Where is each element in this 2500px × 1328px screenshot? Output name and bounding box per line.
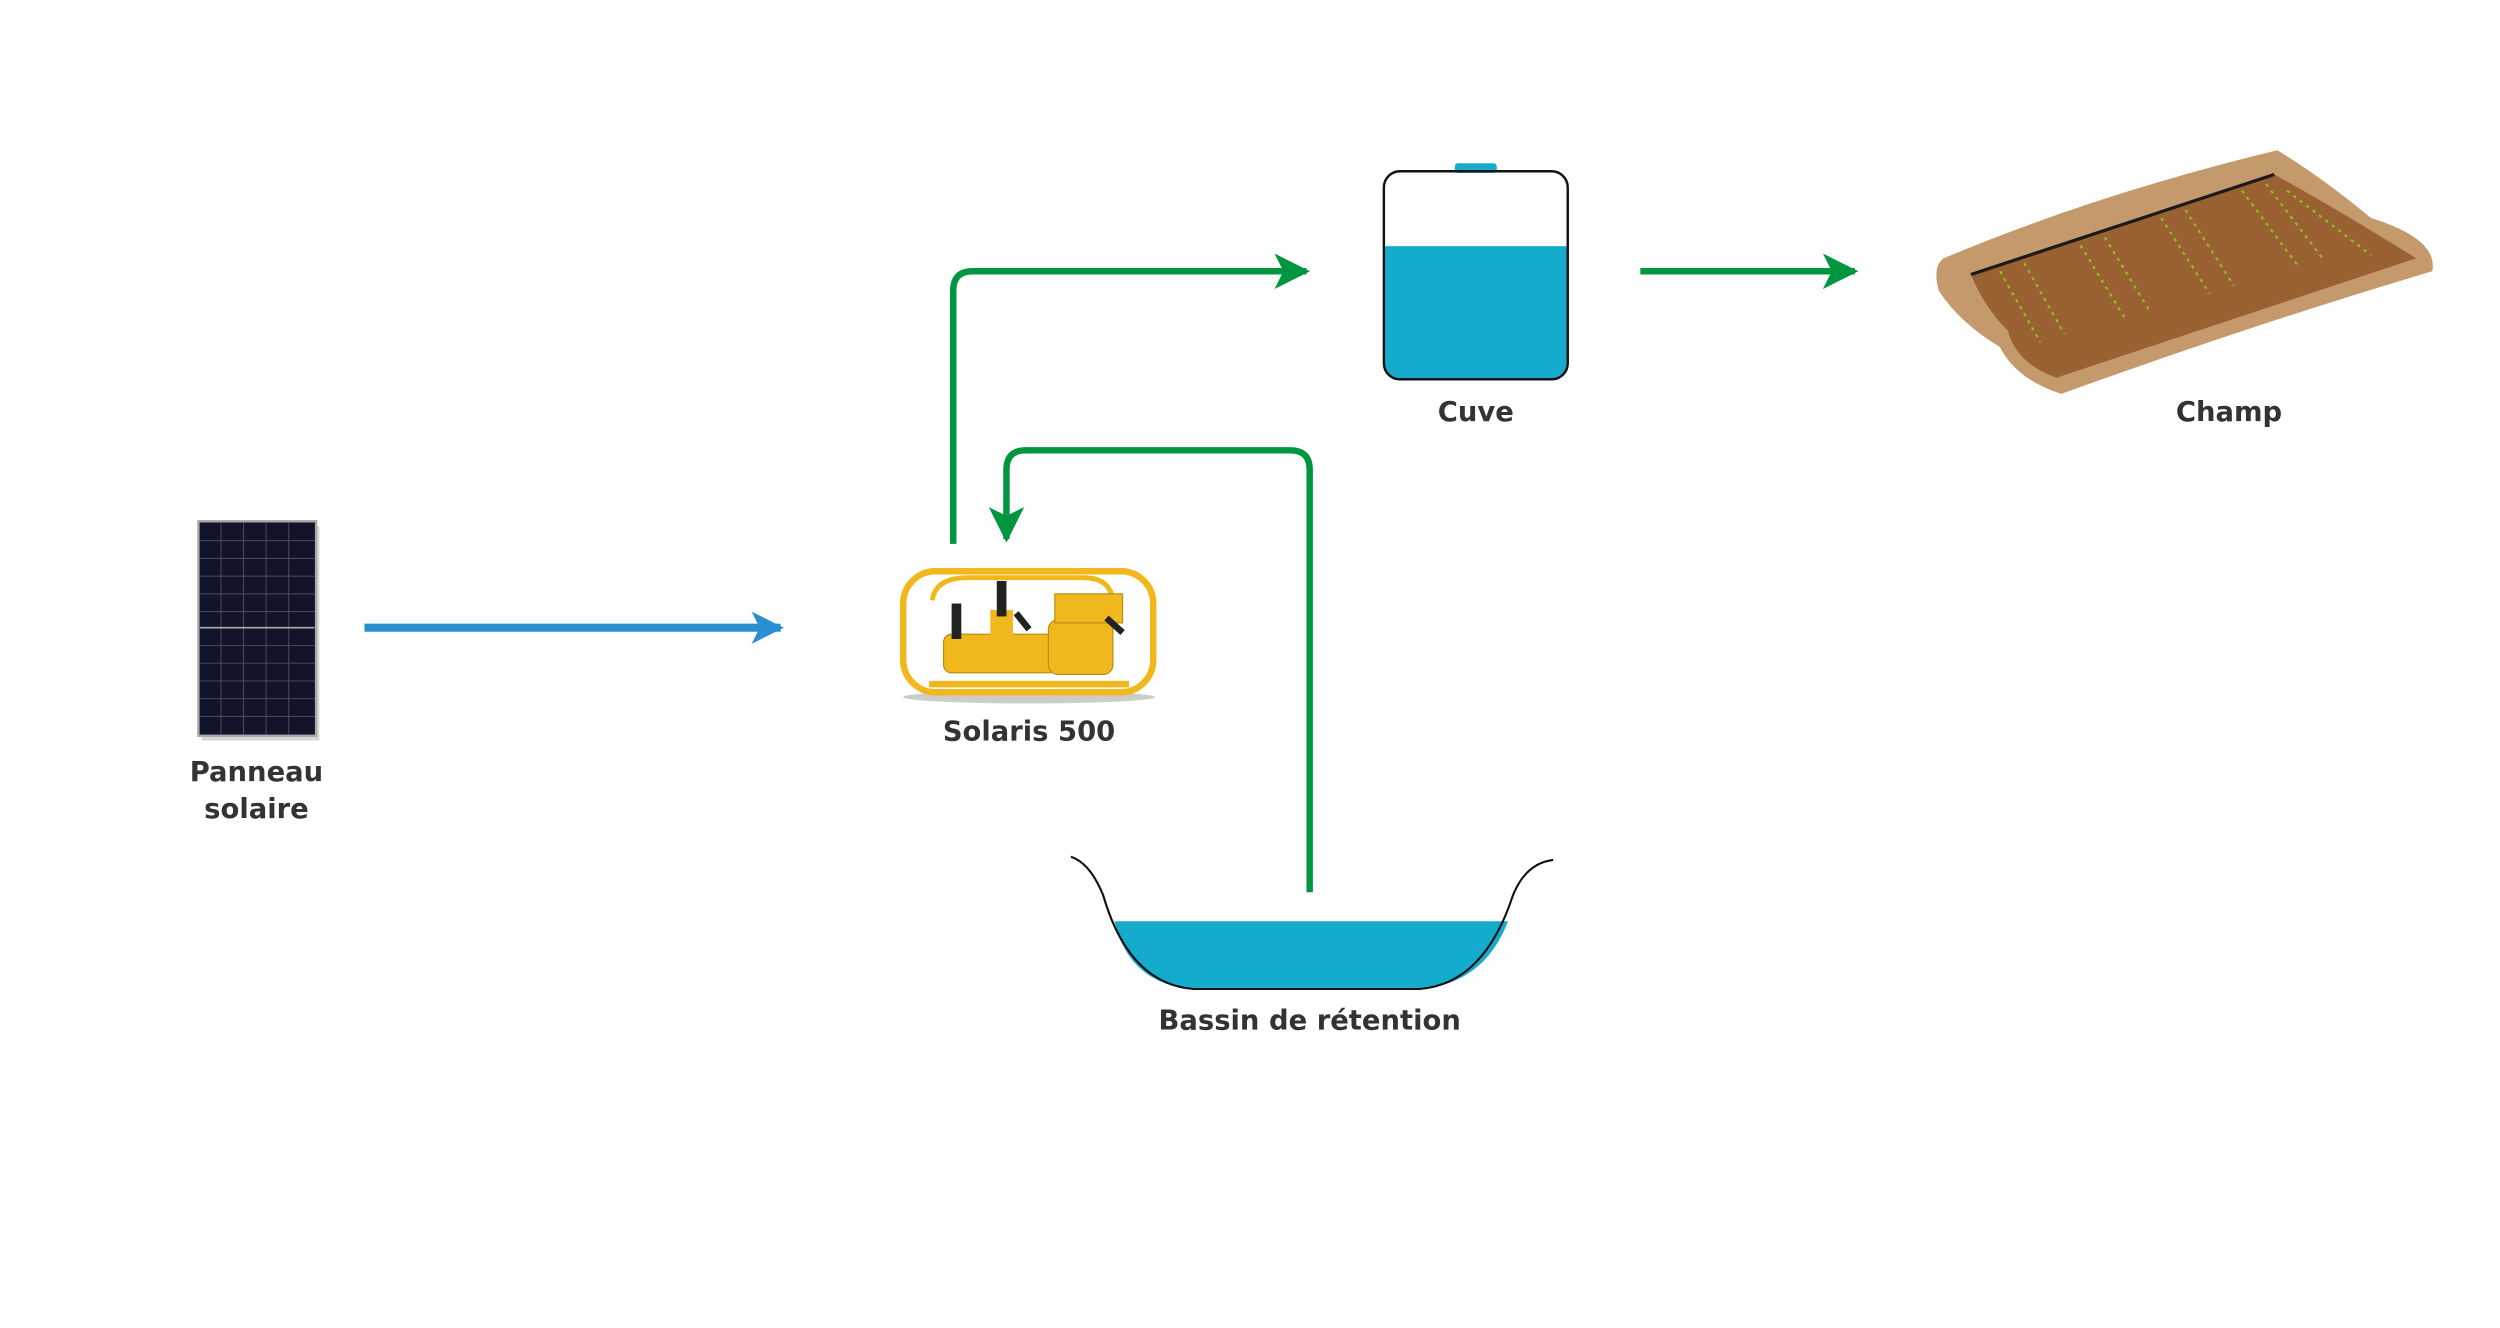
- solar-panel-icon: [197, 520, 320, 741]
- tank-icon: [1382, 163, 1569, 381]
- pump-label: Solaris 500: [943, 717, 1115, 748]
- field-label: Champ: [2176, 397, 2282, 428]
- pump-to-tank-arrow: [949, 253, 1310, 544]
- pump-icon: [900, 568, 1157, 704]
- solar-panel-label-line2: solaire: [204, 794, 309, 825]
- solar-panel-label-line1: Panneau: [190, 757, 323, 788]
- basin-label: Bassin de rétention: [1159, 1005, 1461, 1036]
- basin-to-pump-arrow: [988, 447, 1313, 893]
- basin-icon: [1070, 855, 1554, 991]
- field-icon: [1936, 150, 2433, 394]
- tank-label: Cuve: [1438, 397, 1514, 428]
